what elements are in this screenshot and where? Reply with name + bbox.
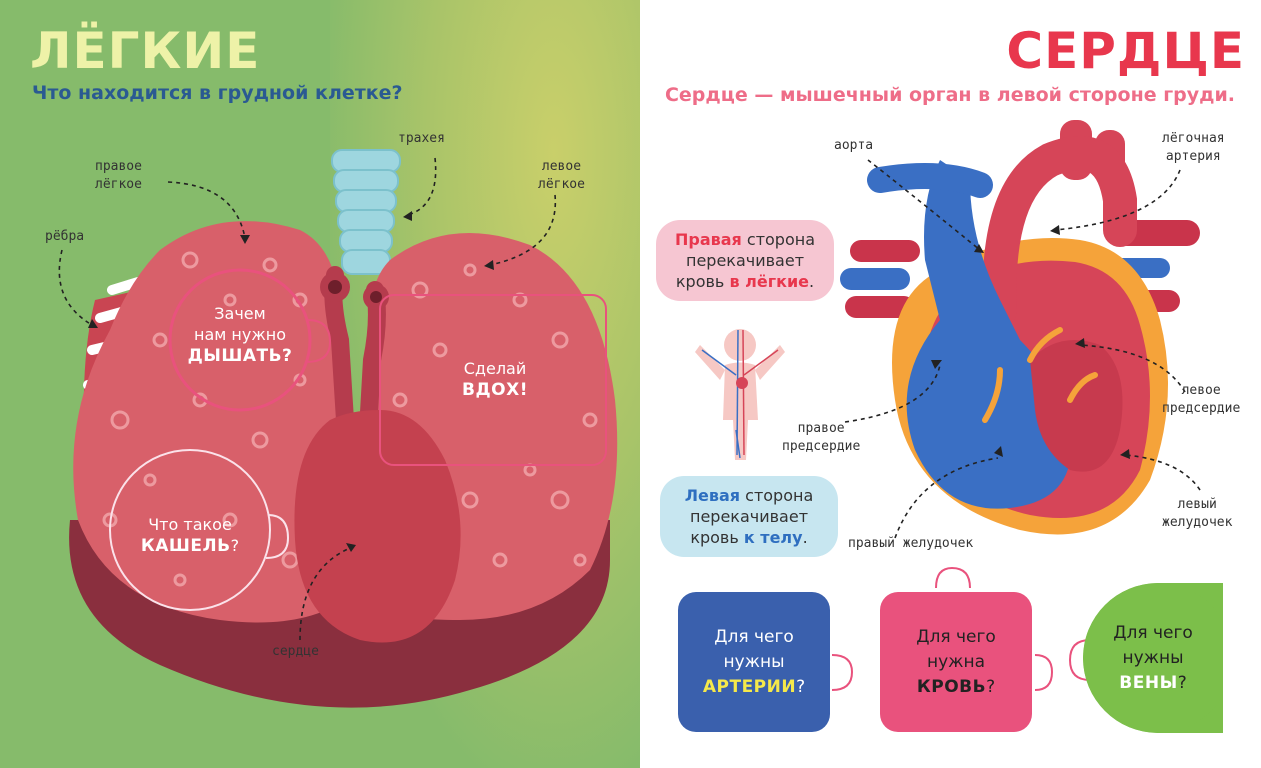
veins-line2: нужны xyxy=(1122,647,1184,668)
arteries-line2: нужны xyxy=(723,651,785,672)
heart-illustration xyxy=(695,120,1201,691)
label-left-lung: левое лёгкое xyxy=(538,159,585,192)
trachea-illustration xyxy=(331,149,401,275)
heart-shape xyxy=(294,410,461,643)
label-right-lung: правое лёгкое xyxy=(95,159,142,192)
lungs-page: ЛЁГКИЕ Что находится в грудной клетке? xyxy=(0,0,640,768)
arteries-line1: Для чего xyxy=(714,626,794,647)
blood-q: ? xyxy=(986,676,996,697)
arteries-bold: АРТЕРИИ xyxy=(702,676,797,697)
arteries-card[interactable]: Для чего нужны АРТЕРИИ? xyxy=(678,592,830,732)
page-title-heart: СЕРДЦЕ xyxy=(1006,22,1245,80)
breathe-line1: Зачем xyxy=(214,304,266,323)
cough-bubble-outline xyxy=(109,449,271,611)
breathe-bold: ДЫШАТЬ? xyxy=(187,346,293,366)
heart-right-side xyxy=(906,160,1072,509)
info-right-text3: кровь xyxy=(675,272,730,291)
label-ribs: рёбра xyxy=(45,229,85,244)
lungs-illustration xyxy=(58,149,618,708)
inhale-line1: Сделай xyxy=(463,359,527,378)
right-lung-shape xyxy=(73,221,345,623)
page-subtitle-lungs: Что находится в грудной клетке? xyxy=(32,82,403,104)
label-left-atrium: левое предсердие xyxy=(1162,383,1241,416)
veins-card[interactable]: Для чего нужны ВЕНЫ? xyxy=(1083,583,1223,733)
blood-line2: нужна xyxy=(926,651,986,672)
breathe-bubble[interactable]: Зачем нам нужно ДЫШАТЬ? xyxy=(175,303,305,367)
info-left-text1: сторона xyxy=(740,486,814,505)
cough-bold: КАШЕЛЬ xyxy=(140,536,231,556)
page-title-lungs: ЛЁГКИЕ xyxy=(30,22,261,80)
label-heart: сердце xyxy=(272,644,319,659)
info-left-text4: . xyxy=(802,528,808,547)
info-right-side: Правая сторона перекачивает кровь в лёгк… xyxy=(656,220,834,301)
label-right-ventricle: правый желудочек xyxy=(848,536,974,551)
inhale-bold: ВДОХ! xyxy=(462,380,528,400)
info-right-text4: . xyxy=(809,272,815,291)
info-left-text2: перекачивает xyxy=(689,507,809,526)
cough-q: ? xyxy=(230,536,240,555)
veins-line1: Для чего xyxy=(1113,622,1193,643)
arteries-q: ? xyxy=(796,676,806,697)
info-left-bold2: к телу xyxy=(743,528,803,547)
veins-bold: ВЕНЫ xyxy=(1119,672,1178,693)
inhale-box-outline xyxy=(379,294,607,466)
page-subtitle-heart: Сердце — мышечный орган в левой стороне … xyxy=(664,84,1235,106)
breathe-line2: нам нужно xyxy=(193,325,286,344)
blood-line1: Для чего xyxy=(916,626,996,647)
veins-q: ? xyxy=(1177,672,1187,693)
label-aorta: аорта xyxy=(834,138,874,153)
label-left-ventricle: левый желудочек xyxy=(1162,497,1233,530)
cough-bubble[interactable]: Что такое КАШЕЛЬ? xyxy=(125,514,255,557)
info-right-bold1: Правая xyxy=(674,230,742,249)
blood-bold: КРОВЬ xyxy=(916,676,987,697)
blood-card[interactable]: Для чего нужна КРОВЬ? xyxy=(880,592,1032,732)
info-right-text1: сторона xyxy=(741,230,816,249)
cough-line1: Что такое xyxy=(148,515,232,534)
body-figure-illustration xyxy=(695,329,785,460)
label-right-atrium: правое предсердие xyxy=(782,421,861,454)
info-right-bold2: в лёгкие xyxy=(729,272,809,291)
left-ventricle-chamber xyxy=(1030,340,1123,472)
info-left-text3: кровь xyxy=(690,528,744,547)
info-left-side: Левая сторона перекачивает кровь к телу. xyxy=(660,476,838,557)
info-left-bold1: Левая xyxy=(684,486,741,505)
label-trachea: трахея xyxy=(398,131,445,146)
info-right-text2: перекачивает xyxy=(685,251,805,270)
breathe-bubble-outline xyxy=(168,268,312,412)
heart-page: СЕРДЦЕ Сердце — мышечный орган в левой с… xyxy=(640,0,1261,768)
inhale-box[interactable]: Сделай ВДОХ! xyxy=(440,358,550,401)
label-pulmonary-artery: лёгочная артерия xyxy=(1162,131,1225,164)
